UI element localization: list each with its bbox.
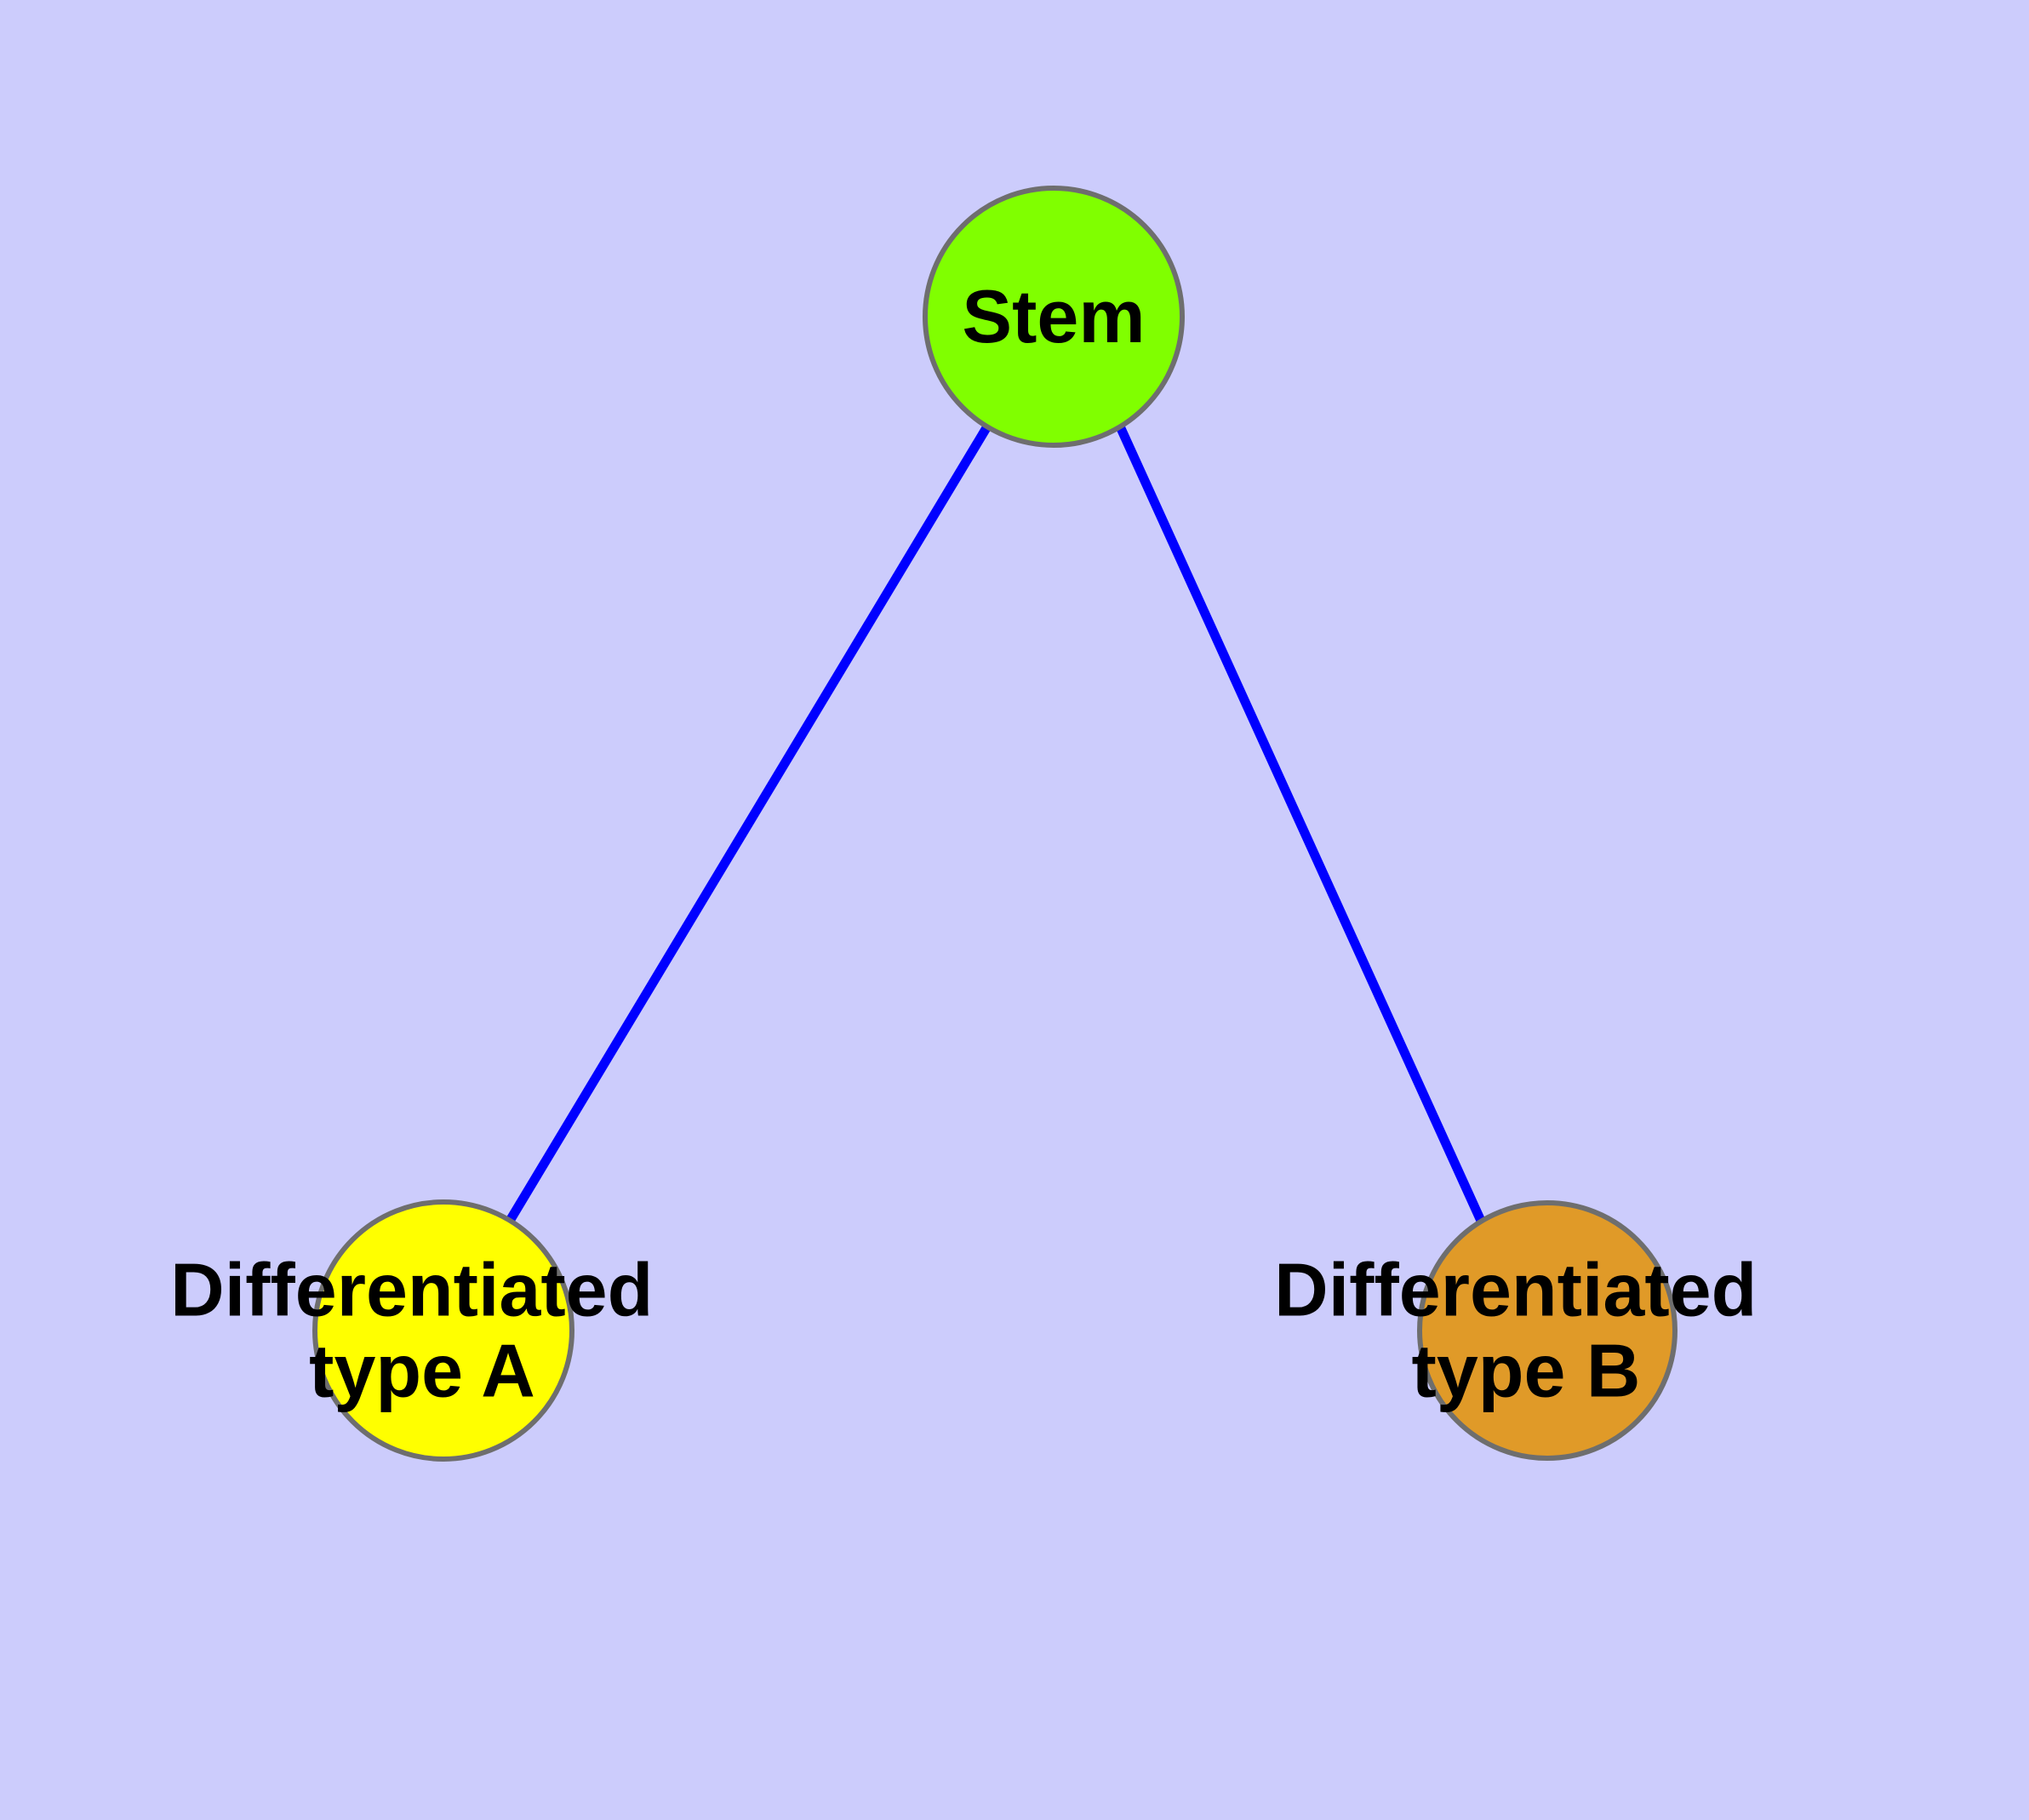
edge-stem-to-differentiated-type-b[interactable] xyxy=(1115,424,1486,1223)
node-differentiated-type-b[interactable]: Differentiated type B xyxy=(1274,1200,1778,1461)
node-differentiated-type-a-label-line-1: Differentiated xyxy=(170,1247,653,1331)
node-stem-label: Stem xyxy=(962,274,1145,358)
node-layer: Stem Differentiated type A Differentiate… xyxy=(170,186,1778,1462)
node-stem-label-line-1: Stem xyxy=(962,274,1145,358)
node-differentiated-type-a-label: Differentiated type A xyxy=(170,1247,674,1412)
node-differentiated-type-a[interactable]: Differentiated type A xyxy=(170,1199,674,1462)
node-differentiated-type-b-circle[interactable] xyxy=(1417,1200,1677,1461)
node-differentiated-type-a-label-line-2: type A xyxy=(309,1328,535,1412)
node-stem-circle[interactable] xyxy=(923,186,1185,448)
node-stem[interactable]: Stem xyxy=(923,186,1185,448)
node-differentiated-type-b-label-line-1: Differentiated xyxy=(1274,1247,1757,1331)
node-differentiated-type-b-label: Differentiated type B xyxy=(1274,1247,1778,1412)
edge-stem-to-differentiated-type-a[interactable] xyxy=(506,424,992,1223)
node-differentiated-type-b-label-line-2: type B xyxy=(1412,1328,1641,1412)
edge-layer xyxy=(506,424,1486,1223)
node-differentiated-type-a-circle[interactable] xyxy=(312,1199,574,1462)
